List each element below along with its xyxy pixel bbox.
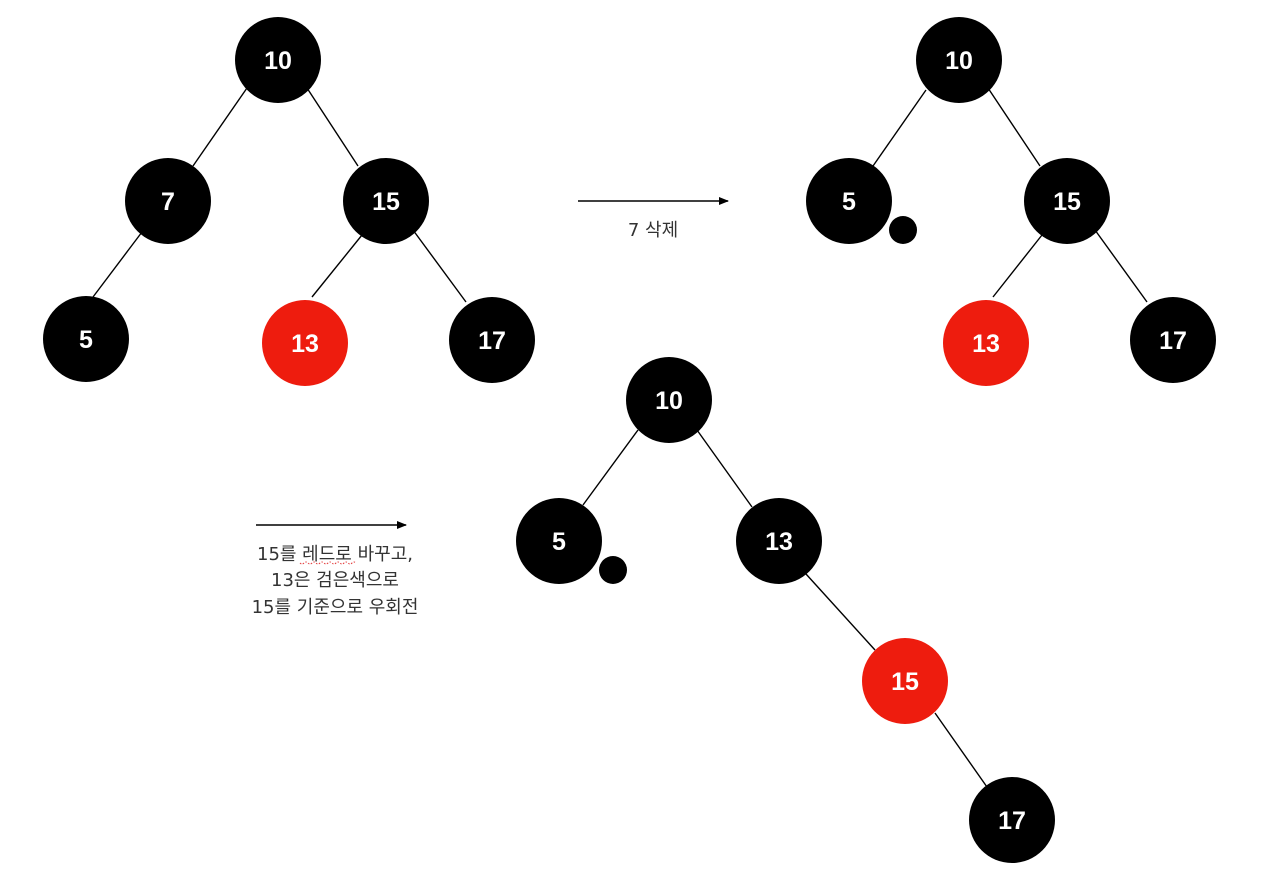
spellcheck-underline	[299, 561, 357, 565]
edge-15-17	[934, 712, 988, 788]
edge-10-5	[872, 89, 927, 167]
node-7: 7	[125, 158, 211, 244]
edge-10-15	[306, 87, 359, 167]
svg-text:15: 15	[372, 188, 400, 216]
edge-15-13	[311, 234, 363, 298]
node-13-red: 13	[262, 300, 348, 386]
svg-text:5: 5	[842, 188, 856, 216]
tree-after-deletion: 10 5 15 13 17	[806, 17, 1216, 386]
svg-text:17: 17	[998, 807, 1026, 835]
tree-after-rotation: 10 5 13 15 17	[516, 357, 1055, 863]
edge-15-13	[992, 234, 1043, 298]
node-10: 10	[626, 357, 712, 443]
svg-text:5: 5	[79, 326, 93, 354]
node-13: 13	[736, 498, 822, 584]
node-10: 10	[916, 17, 1002, 103]
edge-10-5	[582, 429, 639, 506]
node-17: 17	[1130, 297, 1216, 383]
node-15-red: 15	[862, 638, 948, 724]
double-black-marker	[889, 216, 917, 244]
svg-text:13: 13	[765, 528, 793, 556]
edge-13-15	[805, 573, 876, 651]
svg-text:15: 15	[891, 668, 919, 696]
svg-text:17: 17	[478, 327, 506, 355]
step-caption-line-3: 15를 기준으로 우회전	[252, 597, 419, 618]
step-arrow-delete: 7 삭제	[578, 197, 729, 241]
svg-text:13: 13	[972, 330, 1000, 358]
svg-text:5: 5	[552, 528, 566, 556]
svg-text:7: 7	[161, 188, 175, 216]
svg-text:15: 15	[1053, 188, 1081, 216]
node-15: 15	[343, 158, 429, 244]
step-label-delete-7: 7 삭제	[628, 220, 678, 241]
step-arrow-recolor-rotate: 15를 레드로 바꾸고, 13은 검은색으로 15를 기준으로 우회전	[252, 521, 419, 618]
node-5: 5	[516, 498, 602, 584]
svg-text:10: 10	[655, 387, 683, 415]
edge-7-5	[92, 231, 143, 298]
svg-text:13: 13	[291, 330, 319, 358]
edge-10-15	[987, 87, 1041, 167]
node-17: 17	[969, 777, 1055, 863]
node-5: 5	[806, 158, 892, 244]
edge-10-13	[696, 429, 753, 508]
edge-10-7	[192, 87, 248, 167]
svg-text:10: 10	[264, 47, 292, 75]
tree-before-deletion: 10 7 15 5 13 17	[43, 17, 535, 386]
double-black-marker	[599, 556, 627, 584]
node-15: 15	[1024, 158, 1110, 244]
node-13-red: 13	[943, 300, 1029, 386]
edge-15-17	[412, 229, 467, 303]
svg-text:10: 10	[945, 47, 973, 75]
node-17: 17	[449, 297, 535, 383]
step-caption-line-2: 13은 검은색으로	[271, 570, 399, 591]
svg-text:17: 17	[1159, 327, 1187, 355]
step-caption-line-1: 15를 레드로 바꾸고,	[257, 544, 413, 565]
node-10: 10	[235, 17, 321, 103]
edge-15-17	[1094, 229, 1148, 303]
node-5: 5	[43, 296, 129, 382]
